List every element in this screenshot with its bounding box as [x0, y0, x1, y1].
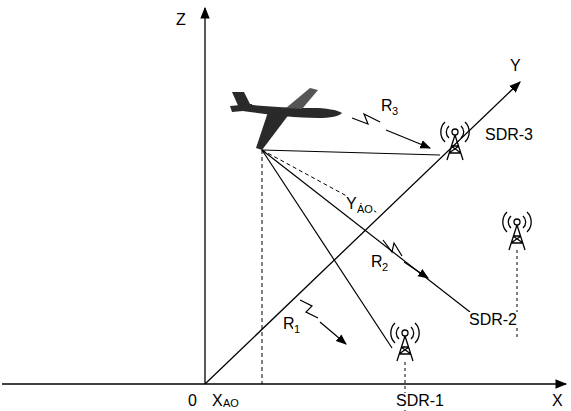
range-line: [262, 150, 470, 312]
signal-arrow: [386, 130, 430, 148]
range-line: [262, 150, 392, 348]
axis-label: Y: [510, 58, 521, 74]
range-subscript: 2: [381, 262, 389, 273]
station-label: SDR-2: [468, 312, 518, 328]
station-label: SDR-3: [485, 127, 533, 143]
projection-line: [262, 150, 263, 384]
coordinate-subscript: AO: [223, 398, 239, 409]
range-subscript: 3: [391, 106, 399, 117]
origin-label: 0: [188, 393, 197, 409]
signal-arrow: [352, 114, 380, 124]
axis-label: Z: [176, 12, 186, 28]
y-axis: [205, 82, 520, 384]
airplane: [230, 88, 342, 150]
z-axis: [204, 8, 205, 384]
signal-arrow: [383, 240, 402, 256]
range-line: [262, 150, 440, 155]
x-axis: [2, 383, 566, 384]
axis-label: X: [552, 393, 563, 409]
coordinate-label: X: [212, 393, 223, 409]
signal-arrow: [300, 300, 318, 318]
antenna-tower: [391, 122, 531, 361]
signal-arrow: [404, 262, 428, 278]
station-label: SDR-1: [395, 393, 445, 409]
signal-arrow: [320, 322, 346, 344]
range-subscript: 1: [293, 324, 301, 335]
coordinate-subscript: AO: [356, 204, 374, 215]
